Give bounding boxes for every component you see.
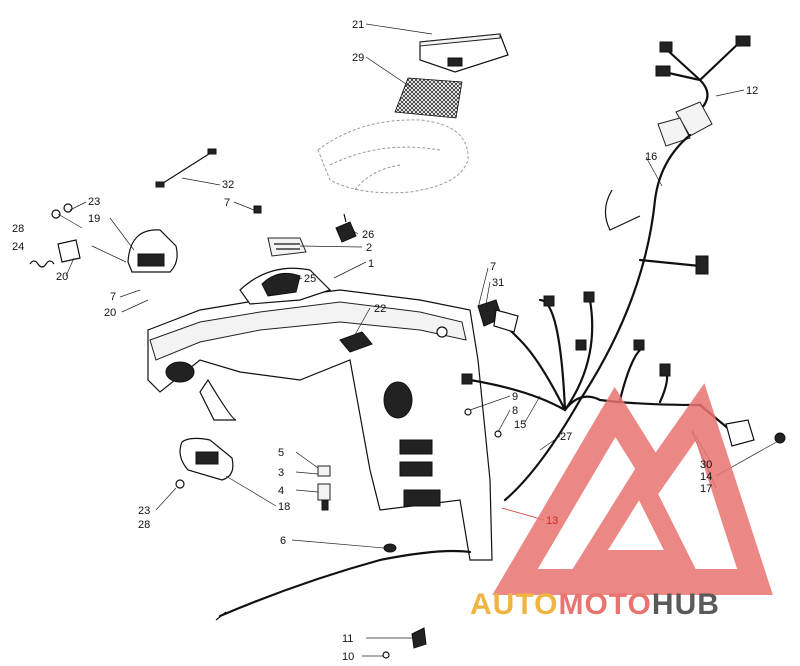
callout-5: 5 xyxy=(278,447,284,459)
callout-21: 21 xyxy=(352,19,364,31)
part-31-switch xyxy=(436,299,519,338)
callout-16: 16 xyxy=(645,151,657,163)
callout-9: 9 xyxy=(512,391,518,403)
part-21-module-box xyxy=(419,33,509,73)
part-26-switch xyxy=(335,213,357,243)
callout-2: 2 xyxy=(366,242,372,254)
callout-12: 12 xyxy=(746,85,758,97)
callout-11: 11 xyxy=(342,633,353,645)
lower-cable xyxy=(215,549,472,621)
part-18-lower-bezel xyxy=(179,437,234,481)
callout-3: 3 xyxy=(278,467,284,479)
part-8-washer xyxy=(494,430,502,438)
callout-30: 30 xyxy=(700,459,712,471)
watermark-text-auto: AUTO xyxy=(470,588,558,621)
callout-labels: 21 29 12 16 32 7 26 2 1 25 22 23 19 28 2… xyxy=(12,19,758,663)
part-2-label-plate xyxy=(267,237,307,257)
wiring-harness xyxy=(461,35,786,502)
part-23-washer xyxy=(63,203,73,213)
part-23-washer-lower xyxy=(175,479,185,489)
watermark-logo xyxy=(492,383,773,595)
callout-17: 17 xyxy=(700,483,712,495)
part-24-connector xyxy=(29,239,81,268)
part-28-washer xyxy=(51,209,61,219)
part-29-mesh-screen xyxy=(394,77,463,119)
callout-4: 4 xyxy=(278,485,284,497)
parts-10-11-fastener xyxy=(382,627,427,659)
callout-10: 10 xyxy=(342,651,354,663)
watermark-text: AUTOMOTOHUB xyxy=(470,588,720,621)
part-9-screw xyxy=(464,408,472,416)
callout-1: 1 xyxy=(368,258,374,270)
callout-14: 14 xyxy=(700,471,712,483)
callout-32: 32 xyxy=(222,179,234,191)
callout-6: 6 xyxy=(280,535,286,547)
callout-18: 18 xyxy=(278,501,290,513)
callout-15: 15 xyxy=(514,419,526,431)
callout-29: 29 xyxy=(352,52,364,64)
callout-23-top: 23 xyxy=(88,196,100,208)
callout-8: 8 xyxy=(512,405,518,417)
callout-31: 31 xyxy=(492,277,504,289)
parts-3-4-5-clips xyxy=(317,465,331,511)
callout-7-left: 7 xyxy=(110,291,116,303)
part-1-console-housing xyxy=(147,267,493,561)
callout-7-top: 7 xyxy=(224,197,230,209)
part-32-cable xyxy=(155,148,217,188)
callout-25: 25 xyxy=(304,273,316,285)
callout-27: 27 xyxy=(560,431,572,443)
callout-22: 22 xyxy=(374,303,386,315)
watermark-text-hub: HUB xyxy=(652,588,720,621)
callout-19: 19 xyxy=(88,213,100,225)
callout-13: 13 xyxy=(546,515,558,527)
ghost-seat-outline xyxy=(317,119,469,194)
callout-7-right: 7 xyxy=(490,261,496,273)
watermark-text-moto: MOTO xyxy=(558,588,651,621)
callout-23-bottom: 23 xyxy=(138,505,150,517)
part-19-light-bezel xyxy=(127,229,178,273)
part-6-plug xyxy=(383,543,397,553)
callout-28-top: 28 xyxy=(12,223,24,235)
callout-26: 26 xyxy=(362,229,374,241)
callout-20: 20 xyxy=(104,307,116,319)
part-7-nut xyxy=(253,205,262,214)
callout-20-left: 20 xyxy=(56,271,68,283)
callout-24: 24 xyxy=(12,241,24,253)
callout-28-bottom: 28 xyxy=(138,519,150,531)
